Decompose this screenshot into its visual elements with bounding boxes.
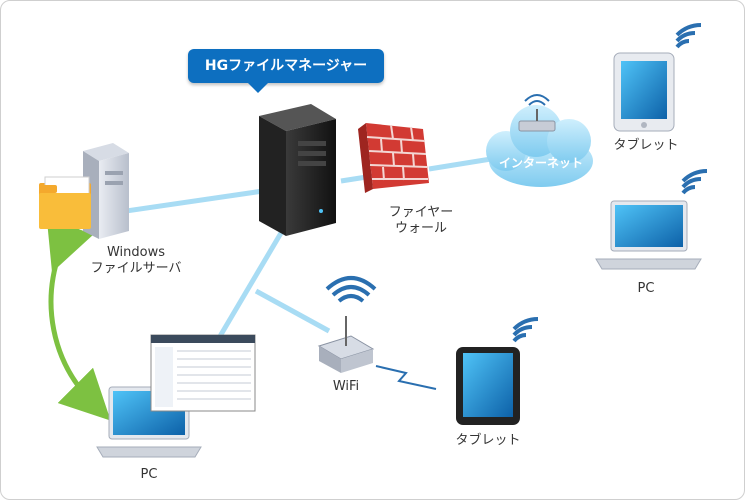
wireless-link-icon	[375, 365, 437, 390]
app-screenshot-thumbnail	[150, 334, 256, 412]
pc-right-label: PC	[637, 281, 655, 296]
firewall-label-line2: ウォール	[394, 221, 447, 236]
link-server-to-fileserver	[125, 188, 264, 214]
wifi-router-icon	[317, 316, 375, 373]
connection-lines	[125, 156, 492, 345]
link-to-wifi	[254, 288, 331, 334]
laptop-right-icon	[595, 200, 702, 270]
central-server-icon	[259, 104, 336, 236]
firewall-icon	[358, 123, 429, 193]
link-firewall-to-internet	[428, 156, 492, 172]
tablet-bottom-icon	[456, 347, 520, 425]
windows-server-label-line2: ファイルサーバ	[90, 261, 182, 276]
tablet-top-label: タブレット	[613, 138, 679, 153]
link-server-to-pc	[213, 231, 284, 345]
firewall-label: ファイヤー ウォール	[381, 205, 461, 237]
internet-label: インターネット	[498, 156, 583, 170]
windows-server-label: Windows ファイルサーバ	[81, 245, 191, 277]
wifi-label: WiFi	[332, 379, 360, 394]
tablet-top-icon	[613, 52, 675, 132]
tablet-bottom-label: タブレット	[455, 433, 521, 448]
wifi-signal-icon	[512, 317, 539, 343]
app-title-bubble: HGファイルマネージャー	[188, 49, 384, 93]
internet-cloud-icon	[486, 94, 593, 187]
windows-server-label-line1: Windows	[106, 245, 166, 260]
wifi-signal-icon	[325, 276, 377, 303]
wifi-signal-icon	[675, 23, 702, 49]
wifi-signal-icon	[681, 169, 708, 195]
firewall-label-line1: ファイヤー	[388, 205, 454, 220]
sync-arrow	[46, 216, 111, 421]
pc-bottom-label: PC	[140, 467, 158, 482]
folder-icon	[39, 176, 91, 229]
